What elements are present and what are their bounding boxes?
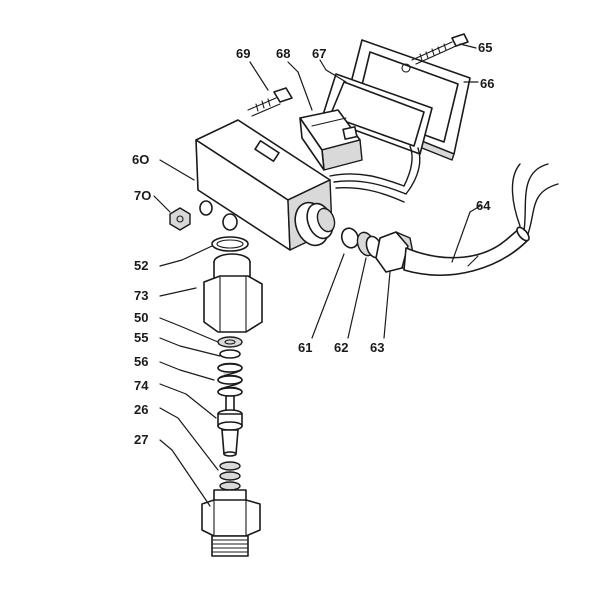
leader-lines <box>153 43 481 507</box>
callout-62: 62 <box>334 340 348 355</box>
o-ring <box>211 236 249 252</box>
callout-67: 67 <box>312 46 326 61</box>
nut <box>169 207 191 231</box>
piston <box>217 395 243 431</box>
micro-switch <box>299 109 363 171</box>
callout-66: 66 <box>480 76 494 91</box>
small-o-ring <box>219 349 241 359</box>
callout-73: 73 <box>134 288 148 303</box>
callout-61: 61 <box>298 340 312 355</box>
callout-52: 52 <box>134 258 148 273</box>
valve-body <box>203 253 263 333</box>
callout-26: 26 <box>134 402 148 417</box>
callout-64: 64 <box>476 198 491 213</box>
callout-labels: 69 68 67 65 66 6O 7O 64 52 73 50 55 56 7… <box>132 40 494 447</box>
housing-screw <box>247 87 293 117</box>
callout-74: 74 <box>134 378 149 393</box>
cable <box>403 163 559 276</box>
callout-27: 27 <box>134 432 148 447</box>
threaded-nipple <box>201 489 261 557</box>
spring <box>217 362 243 397</box>
callout-56: 56 <box>134 354 148 369</box>
switch-housing <box>195 119 333 251</box>
callout-65: 65 <box>478 40 492 55</box>
callout-68: 68 <box>276 46 290 61</box>
washer <box>217 336 243 348</box>
callout-55: 55 <box>134 330 148 345</box>
callout-63: 63 <box>370 340 384 355</box>
small-spring <box>219 461 241 491</box>
gland-sleeve <box>340 227 360 249</box>
callout-70: 7O <box>134 188 151 203</box>
cover-screw <box>411 33 469 65</box>
callout-50: 50 <box>134 310 148 325</box>
cable-gland <box>294 201 336 247</box>
valve-seat <box>221 429 239 457</box>
callout-60: 6O <box>132 152 149 167</box>
switch-wires <box>329 145 421 203</box>
callout-69: 69 <box>236 46 250 61</box>
